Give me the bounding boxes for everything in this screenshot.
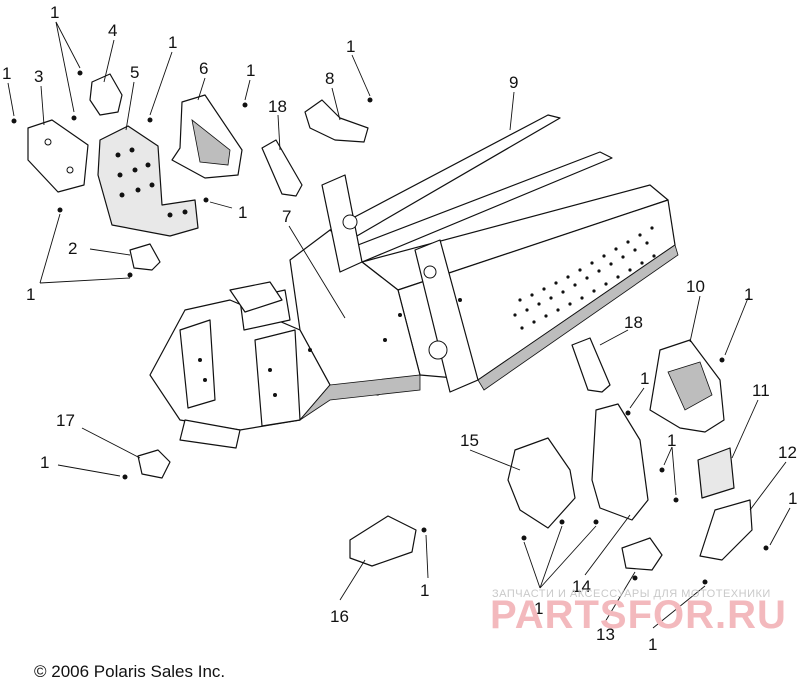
callout-7: 7: [282, 207, 291, 226]
callout-1: 1: [40, 453, 49, 472]
callout-9: 9: [509, 73, 518, 92]
frame-holes: [198, 298, 462, 397]
callout-1: 1: [246, 61, 255, 80]
tunnel-perforations: [513, 226, 656, 330]
callout-1: 1: [640, 369, 649, 388]
leader-lines: [7, 21, 791, 629]
watermark-tagline: ЗАПЧАСТИ И АКСЕССУАРЫ ДЛЯ МОТОТЕХНИКИ: [492, 588, 771, 600]
guard-15: [507, 437, 576, 529]
callout-1: 1: [238, 203, 247, 222]
bracket-13: [621, 537, 663, 571]
callout-labels: 1 1 3 4 5 1 6 1 1 8 9 18 1 7 2 1 10 1 18…: [2, 3, 797, 654]
callout-13: 13: [596, 625, 615, 644]
callout-1: 1: [26, 285, 35, 304]
callout-15: 15: [460, 431, 479, 450]
callout-3: 3: [34, 67, 43, 86]
plate-18-upper: [261, 139, 303, 197]
callout-10: 10: [686, 277, 705, 296]
callout-1: 1: [168, 33, 177, 52]
plate-16: [349, 515, 417, 567]
bracket-3: [27, 119, 89, 193]
chassis-frame: [149, 114, 679, 449]
bracket-7: [229, 281, 283, 313]
skid-plate-5-holes: [115, 147, 188, 218]
callout-12: 12: [778, 443, 797, 462]
callout-1: 1: [50, 3, 59, 22]
plate-18-lower: [571, 337, 611, 393]
copyright-text: © 2006 Polaris Sales Inc.: [34, 662, 225, 681]
callout-14: 14: [572, 577, 591, 596]
callout-1: 1: [648, 635, 657, 654]
callout-17: 17: [56, 411, 75, 430]
bracket-8: [304, 99, 369, 143]
bracket-17: [137, 449, 171, 479]
watermark-brand: PARTSFOR.RU: [490, 593, 787, 637]
callout-1: 1: [744, 285, 753, 304]
callout-1: 1: [346, 37, 355, 56]
bracket-14: [591, 403, 649, 521]
bracket-11: [697, 447, 735, 499]
rivet-icon-group: [11, 70, 769, 585]
callout-18: 18: [624, 313, 643, 332]
callout-8: 8: [325, 69, 334, 88]
bracket-2: [129, 243, 161, 271]
callout-4: 4: [108, 21, 117, 40]
callout-2: 2: [68, 239, 77, 258]
callout-5: 5: [130, 63, 139, 82]
skid-plate-5: [97, 125, 199, 237]
watermark: ЗАПЧАСТИ И АКСЕССУАРЫ ДЛЯ МОТОТЕХНИКИ PA…: [490, 588, 787, 637]
callout-18: 18: [268, 97, 287, 116]
callout-1: 1: [2, 64, 11, 83]
callout-1: 1: [788, 489, 797, 508]
callout-1: 1: [420, 581, 429, 600]
callout-6: 6: [199, 59, 208, 78]
callout-16: 16: [330, 607, 349, 626]
bracket-4: [89, 73, 123, 116]
callout-11: 11: [752, 381, 770, 400]
bracket-12: [699, 499, 753, 561]
callout-1: 1: [667, 431, 676, 450]
callout-1: 1: [534, 599, 543, 618]
